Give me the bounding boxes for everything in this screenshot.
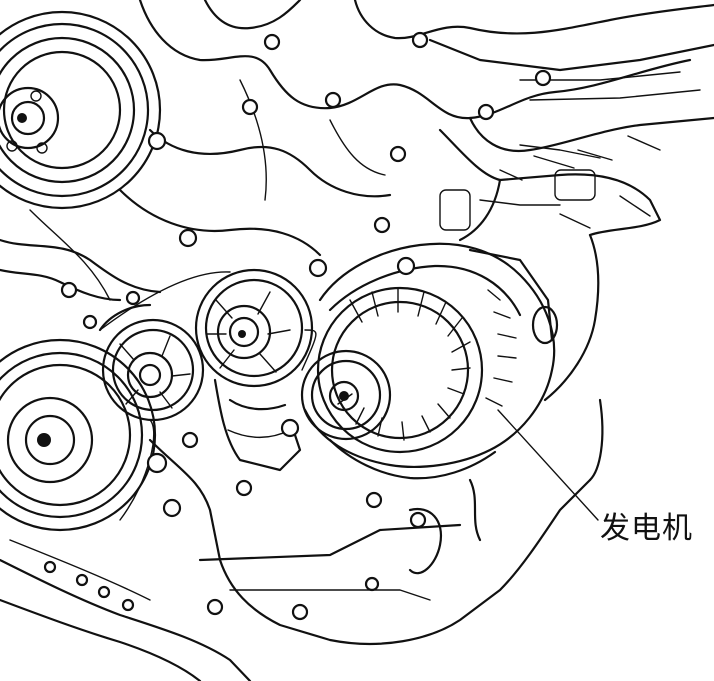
tensioner-pulley [98,303,205,422]
idler-pulley [194,268,314,388]
crank-pulley [0,338,157,532]
timing-cover-right [438,128,662,402]
alternator [280,242,559,480]
engine-block-lower [0,398,604,681]
engine-block-upper [0,0,714,302]
alternator-callout-label: 发电机 [600,511,693,546]
upper-left-pulley [0,10,162,210]
callout-leader-line [497,409,599,521]
drive-belt [29,209,317,521]
engine-bolts-upper [60,31,552,330]
engine-bolts-lower [43,431,427,621]
